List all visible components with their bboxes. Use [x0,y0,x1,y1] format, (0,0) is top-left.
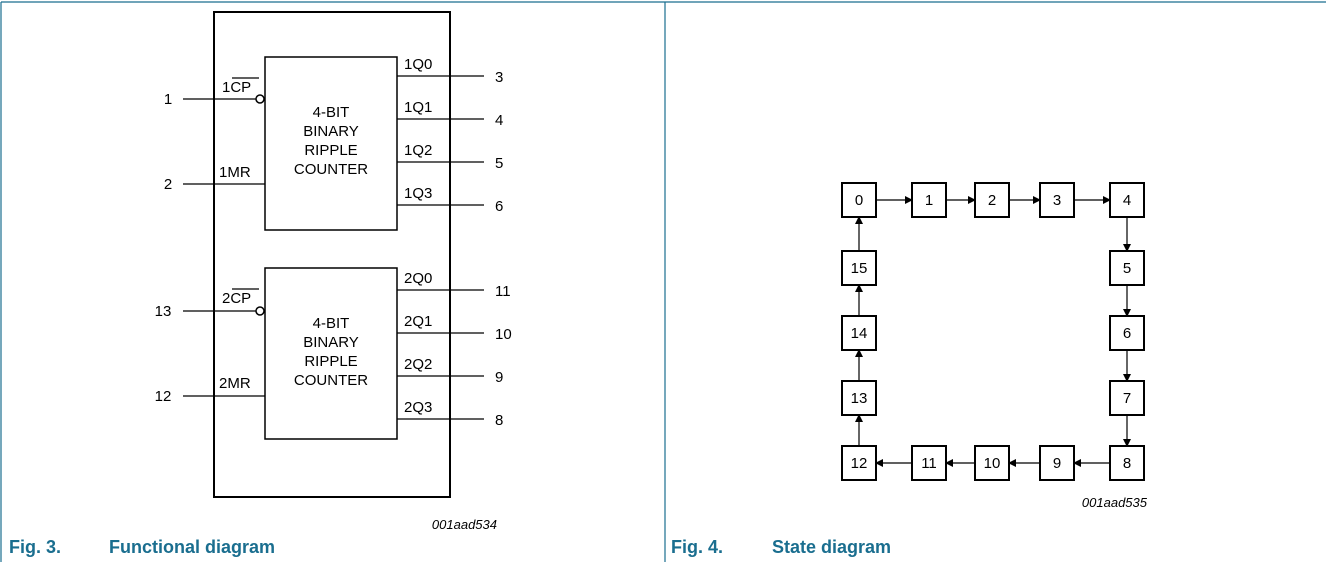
counter-1-q1-label: 1Q1 [404,99,432,116]
state-label: 12 [851,455,868,472]
counter-1-body-line-1: 4-BIT [313,104,350,121]
state-label: 15 [851,260,868,277]
state-label: 9 [1053,455,1061,472]
state-label: 14 [851,325,868,342]
counter-2-q3-pin: 8 [495,412,503,429]
fig4-code: 001aad535 [1082,495,1148,510]
counter-1: 4-BIT BINARY RIPPLE COUNTER 1 1CP 2 1MR … [164,56,503,231]
counter-2-body-line-2: BINARY [303,334,359,351]
counter-1-q0-label: 1Q0 [404,56,432,73]
state-label: 5 [1123,260,1131,277]
counter-2-mr-pin: 12 [155,388,172,405]
fig3-caption-title: Functional diagram [109,537,275,557]
counter-1-box [264,56,398,231]
ic-outline [213,11,451,498]
state-label: 6 [1123,325,1131,342]
state-box [1039,445,1075,481]
counter-1-cp-pin: 1 [164,91,172,108]
counter-2-q1-label: 2Q1 [404,313,432,330]
counter-2-q2-pin: 9 [495,369,503,386]
counter-1-q3-label: 1Q3 [404,185,432,202]
state-box [841,182,877,218]
counter-1-outputs [397,75,484,206]
state-label: 3 [1053,192,1061,209]
state-label: 7 [1123,390,1131,407]
counter-1-q3-pin: 6 [495,198,503,215]
state-box [1109,445,1145,481]
counter-2-cp-label: 2CP [222,290,251,307]
state-label: 10 [984,455,1001,472]
counter-1-body-line-4: COUNTER [294,161,368,178]
fig4-caption-number: Fig. 4. [671,537,723,557]
counter-2-q3-label: 2Q3 [404,399,432,416]
state-box [841,445,877,481]
functional-diagram: 4-BIT BINARY RIPPLE COUNTER 1 1CP 2 1MR … [155,11,512,532]
counter-2-box [264,267,398,440]
state-label: 8 [1123,455,1131,472]
counter-2: 4-BIT BINARY RIPPLE COUNTER 13 2CP 12 2M… [155,267,512,440]
inverter-bubble [255,306,265,316]
counter-2-q0-label: 2Q0 [404,270,432,287]
state-label: 1 [925,192,933,209]
state-box [1039,182,1075,218]
state-label: 4 [1123,192,1131,209]
counter-2-cp-pin: 13 [155,303,172,320]
counter-1-mr-label: 1MR [219,164,251,181]
counter-2-mr-label: 2MR [219,375,251,392]
counter-1-q2-label: 1Q2 [404,142,432,159]
counter-1-body-line-3: RIPPLE [304,142,357,159]
counter-2-body-line-4: COUNTER [294,372,368,389]
counter-2-body-line-1: 4-BIT [313,315,350,332]
counter-1-cp-label: 1CP [222,79,251,96]
state-label: 0 [855,192,863,209]
fig3-caption-number: Fig. 3. [9,537,61,557]
counter-1-body-line-2: BINARY [303,123,359,140]
state-label: 11 [921,455,937,472]
counter-2-q0-pin: 11 [495,283,511,300]
counter-1-q1-pin: 4 [495,112,503,129]
counter-2-body-line-3: RIPPLE [304,353,357,370]
inverter-bubble [255,94,265,104]
counter-1-q0-pin: 3 [495,69,503,86]
counter-2-outputs [397,289,484,420]
state-box [974,182,1010,218]
counter-1-mr-pin: 2 [164,176,172,193]
state-label: 13 [851,390,868,407]
fig3-code: 001aad534 [432,517,497,532]
state-box [911,445,947,481]
state-box [1109,315,1145,351]
fig4-caption-title: State diagram [772,537,891,557]
counter-2-q2-label: 2Q2 [404,356,432,373]
state-box [1109,182,1145,218]
counter-2-q1-pin: 10 [495,326,512,343]
state-label: 2 [988,192,996,209]
counter-1-q2-pin: 5 [495,155,503,172]
